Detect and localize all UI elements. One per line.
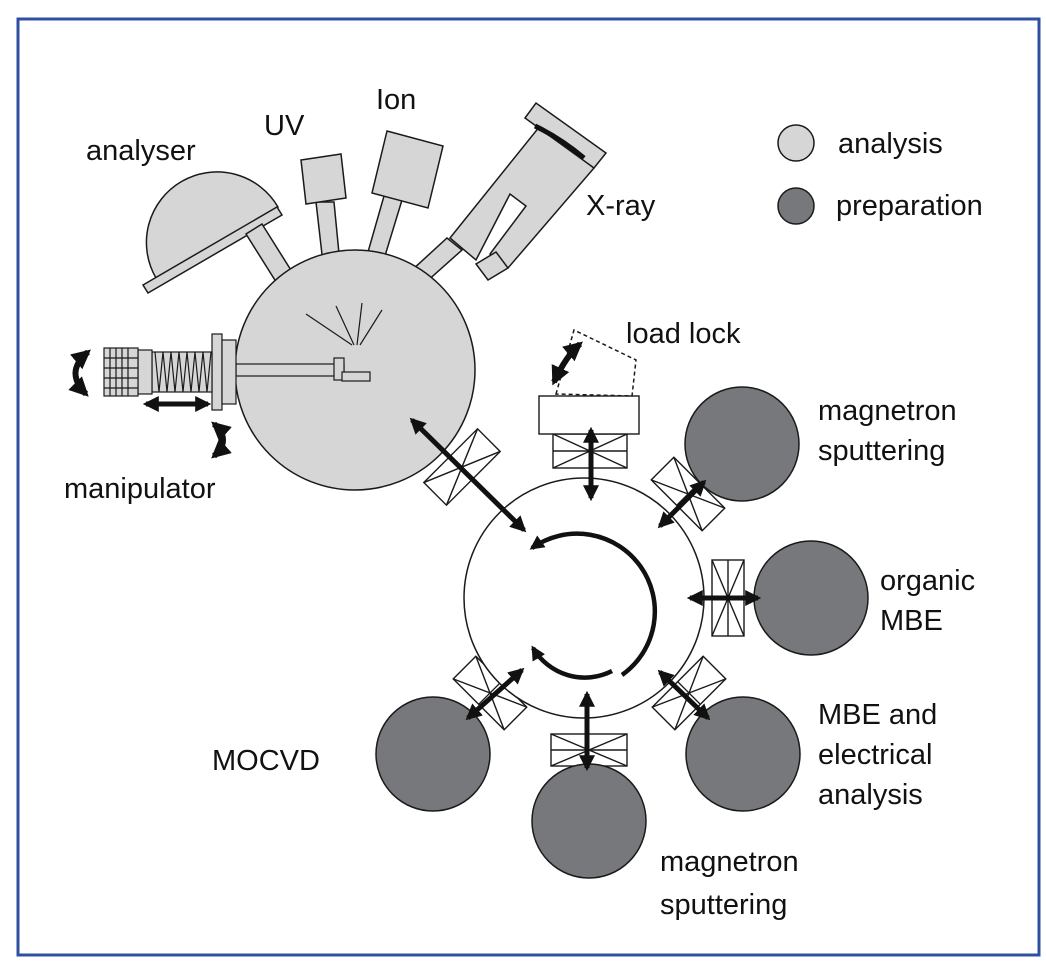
transfer-arrows xyxy=(409,417,762,772)
manipulator-holder xyxy=(333,357,345,381)
chamber-mocvd xyxy=(375,696,491,812)
manipulator-rotary xyxy=(137,349,153,395)
arrow-mocvd xyxy=(465,667,525,721)
legend-swatch-preparation xyxy=(777,187,815,225)
label-uv: UV xyxy=(264,110,305,142)
label-mbe-1: MBE and xyxy=(818,699,937,731)
manipulator-bellows xyxy=(154,351,212,393)
rotation-arrow-icon xyxy=(68,349,91,397)
diagram-frame xyxy=(16,17,1041,957)
label-analyser: analyser xyxy=(86,135,196,167)
uv-lamp xyxy=(300,153,347,205)
manipulator-flange-2 xyxy=(221,339,237,405)
legend-swatch-analysis xyxy=(777,124,815,162)
label-xray: X-ray xyxy=(586,190,656,222)
label-organic-1: organic xyxy=(880,565,975,597)
label-magnetron-bottom-1: magnetron xyxy=(660,846,799,878)
rotation-arrow-lower xyxy=(531,645,614,680)
label-mbe-3: analysis xyxy=(818,779,923,811)
label-manipulator: manipulator xyxy=(64,473,216,505)
chamber-mbe-electrical xyxy=(685,696,801,812)
legend: analysis preparation xyxy=(777,124,983,225)
analyser-hemisphere xyxy=(145,171,280,280)
load-lock-door-arrow xyxy=(551,341,583,386)
manipulator-sample xyxy=(341,371,371,382)
label-magnetron-bottom-2: sputtering xyxy=(660,889,787,921)
tilt-arrow-icon xyxy=(211,421,232,459)
analyser-plate xyxy=(141,205,284,295)
label-magnetron-top-1: magnetron xyxy=(818,395,957,427)
label-mocvd: MOCVD xyxy=(212,745,320,777)
legend-label-preparation: preparation xyxy=(836,190,983,222)
chamber-organic-mbe xyxy=(753,540,869,656)
label-mbe-2: electrical xyxy=(818,739,932,771)
manipulator-knob-ribs xyxy=(104,348,138,396)
labels: analyser UV Ion X-ray manipulator load l… xyxy=(64,84,975,921)
xray-window xyxy=(533,123,586,160)
label-ion: Ion xyxy=(376,84,416,116)
xray-cap xyxy=(523,101,608,170)
chamber-magnetron-top xyxy=(684,386,800,502)
chamber-magnetron-bottom xyxy=(531,763,647,879)
manipulator-knob xyxy=(103,347,139,397)
manipulator xyxy=(103,333,371,411)
load-lock-door-outline xyxy=(555,328,637,397)
beam-lines xyxy=(305,302,383,346)
label-organic-2: MBE xyxy=(880,605,943,637)
xray-foot xyxy=(474,251,510,281)
label-load-lock: load lock xyxy=(626,318,741,350)
arrow-analysis xyxy=(409,417,527,533)
manipulator-flange xyxy=(211,333,223,411)
label-magnetron-top-2: sputtering xyxy=(818,435,945,467)
arrow-mbe-electrical xyxy=(657,669,711,721)
manipulator-shaft xyxy=(235,363,345,377)
ion-gun-body xyxy=(371,130,444,209)
arrow-magnetron-top xyxy=(657,479,707,529)
preparation-chambers xyxy=(375,386,869,879)
load-lock-body xyxy=(538,395,640,435)
rotation-arrow-upper xyxy=(529,531,658,677)
legend-label-analysis: analysis xyxy=(838,128,943,160)
